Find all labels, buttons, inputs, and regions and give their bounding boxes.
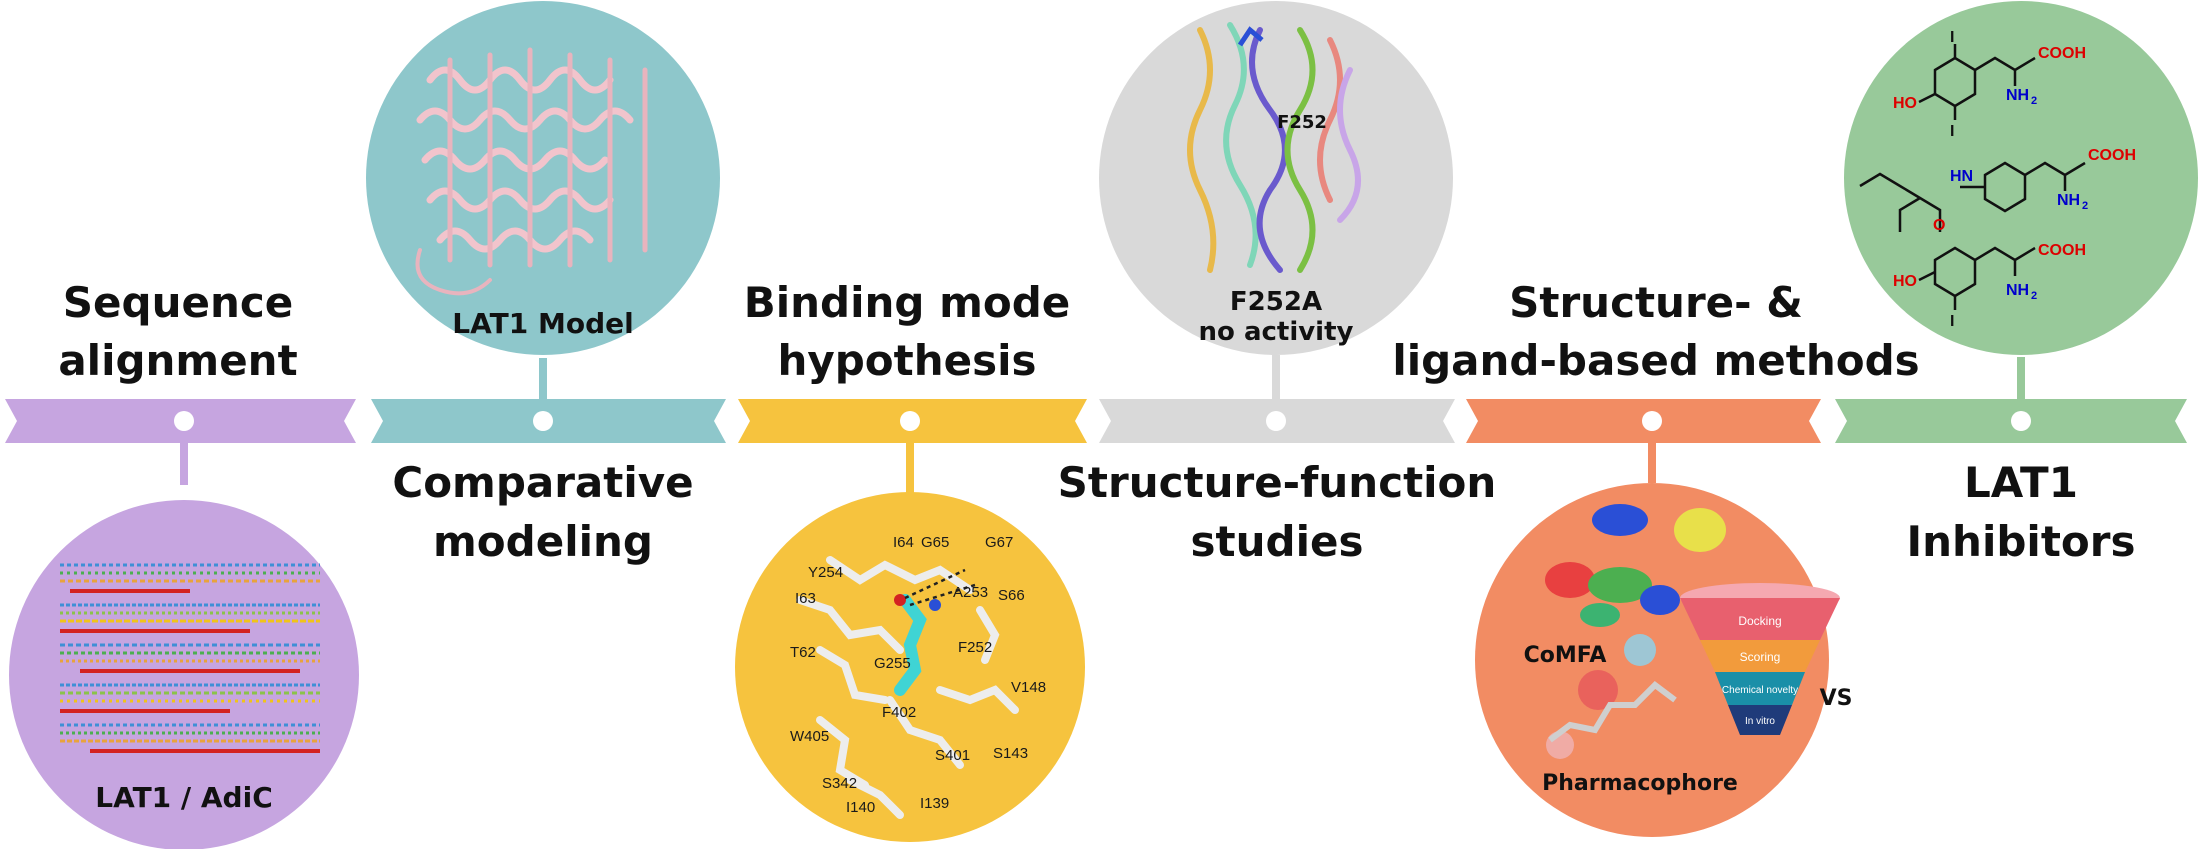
stage-1-circle	[9, 500, 359, 849]
stage-1-circle-label: LAT1 / AdiC	[95, 781, 273, 814]
comfa-contours	[1545, 504, 1726, 627]
stage-4-circle-label-line-2: no activity	[1199, 317, 1354, 347]
timeline-node-2	[533, 411, 553, 431]
timeline	[5, 399, 2187, 443]
stage-comparative-modeling: LAT1 Model	[366, 1, 720, 355]
title-structure-function-line-2: studies	[1191, 517, 1364, 566]
label-pharmacophore: Pharmacophore	[1542, 771, 1738, 796]
residue-label-v148: V148	[1011, 679, 1046, 696]
chem-label-i-3: I	[1950, 313, 1954, 330]
chem-label-hn: HN	[1950, 168, 1973, 185]
label-comfa: CoMFA	[1524, 643, 1607, 668]
title-comparative-modeling-line-2: modeling	[433, 517, 653, 566]
residue-label-i63: I63	[795, 590, 816, 607]
residue-label-f252: F252	[1277, 112, 1327, 133]
ligand-stick	[894, 594, 927, 696]
vs-funnel: Docking Scoring Chemical novelty In vitr…	[1680, 583, 1840, 735]
connector-1	[180, 443, 188, 485]
title-structure-ligand-line-1: Structure- &	[1509, 278, 1803, 327]
residue-label-i139: I139	[920, 795, 949, 812]
chem-label-nh-1: NH	[2006, 87, 2029, 104]
hbonds	[904, 568, 976, 607]
title-lat1-inhibitors-line-1: LAT1	[1964, 458, 2078, 507]
molecule-structures	[1859, 44, 2086, 310]
label-vs: VS	[1820, 686, 1853, 711]
connector-3	[906, 443, 914, 493]
funnel-step-scoring: Scoring	[1740, 650, 1781, 664]
timeline-node-6	[2011, 411, 2031, 431]
timeline-node-5	[1642, 411, 1662, 431]
chem-label-i-2: I	[1950, 123, 1954, 140]
stage-2-circle-label: LAT1 Model	[452, 307, 633, 340]
funnel-step-in-vitro: In vitro	[1745, 716, 1775, 727]
residue-label-i140: I140	[846, 799, 875, 816]
chem-label-nh-3: NH	[2006, 282, 2029, 299]
stage-structure-function: F252 F252A no activity	[1099, 1, 1453, 355]
title-structure-function-line-1: Structure-function	[1058, 458, 1497, 507]
title-lat1-inhibitors-line-2: Inhibitors	[1907, 517, 2136, 566]
chem-labels: I COOH NH 2 HO I COOH NH 2 HN O I COOH N…	[1893, 29, 2136, 330]
funnel-step-chemical-novelty: Chemical novelty	[1722, 685, 1798, 696]
chem-label-sub-2-3: 2	[2031, 290, 2037, 302]
stage-titles: Sequence alignment Comparative modeling …	[58, 278, 2135, 566]
chem-label-o: O	[1933, 217, 1945, 234]
residue-label-i64: I64	[893, 534, 914, 551]
chem-label-cooh-2: COOH	[2088, 147, 2136, 164]
residue-label-s342: S342	[822, 775, 857, 792]
timeline-node-1	[174, 411, 194, 431]
residue-label-g65: G65	[921, 534, 949, 551]
chem-label-ho-1: HO	[1893, 95, 1917, 112]
stage-binding-mode	[735, 492, 1085, 842]
residue-label-f252: F252	[958, 639, 992, 656]
chem-label-cooh-3: COOH	[2038, 242, 2086, 259]
timeline-node-3	[900, 411, 920, 431]
title-comparative-modeling-line-1: Comparative	[392, 458, 693, 507]
pharmacophore-skeleton	[1548, 681, 1677, 743]
residue-label-f402: F402	[882, 704, 916, 721]
protein-ribbon	[415, 47, 648, 296]
timeline-node-4	[1266, 411, 1286, 431]
stage-lat1-inhibitors: I COOH NH 2 HO I COOH NH 2 HN O I COOH N…	[1844, 1, 2198, 355]
chem-label-sub-2-2: 2	[2082, 200, 2088, 212]
residue-label-a253: A253	[953, 584, 988, 601]
chem-label-ho-2: HO	[1893, 273, 1917, 290]
funnel-step-docking: Docking	[1738, 614, 1781, 628]
alignment-block	[60, 563, 320, 753]
title-binding-mode-line-1: Binding mode	[744, 278, 1071, 327]
stage-6-circle	[1844, 1, 2198, 355]
stage-2-circle	[366, 1, 720, 355]
residue-label-y254: Y254	[808, 564, 843, 581]
helix-bundle	[1187, 22, 1361, 273]
chem-label-cooh-1: COOH	[2038, 45, 2086, 62]
title-sequence-alignment-line-2: alignment	[58, 336, 297, 385]
chem-label-i-1: I	[1950, 29, 1954, 46]
residue-label-t62: T62	[790, 644, 816, 661]
connectors	[180, 355, 2025, 493]
stage-structure-ligand-methods: Docking Scoring Chemical novelty In vitr…	[1475, 483, 1852, 837]
chem-label-nh-2: NH	[2057, 192, 2080, 209]
chem-label-sub-2-1: 2	[2031, 95, 2037, 107]
connector-5	[1648, 443, 1656, 483]
residue-label-s401: S401	[935, 747, 970, 764]
residue-label-s66: S66	[998, 587, 1025, 604]
residue-label-g67: G67	[985, 534, 1013, 551]
stage-sequence-alignment: LAT1 / AdiC	[9, 500, 359, 849]
binding-site-sticks	[796, 556, 1019, 819]
title-sequence-alignment-line-1: Sequence	[63, 278, 293, 327]
connector-4	[1272, 355, 1280, 399]
connector-6	[2017, 357, 2025, 399]
residue-label-w405: W405	[790, 728, 829, 745]
connector-2	[539, 358, 547, 399]
residue-label-g255: G255	[874, 655, 911, 672]
title-structure-ligand-line-2: ligand-based methods	[1392, 336, 1919, 385]
title-binding-mode-line-2: hypothesis	[777, 336, 1036, 385]
stage-4-circle-label-line-1: F252A	[1230, 287, 1322, 317]
residue-label-s143: S143	[993, 745, 1028, 762]
